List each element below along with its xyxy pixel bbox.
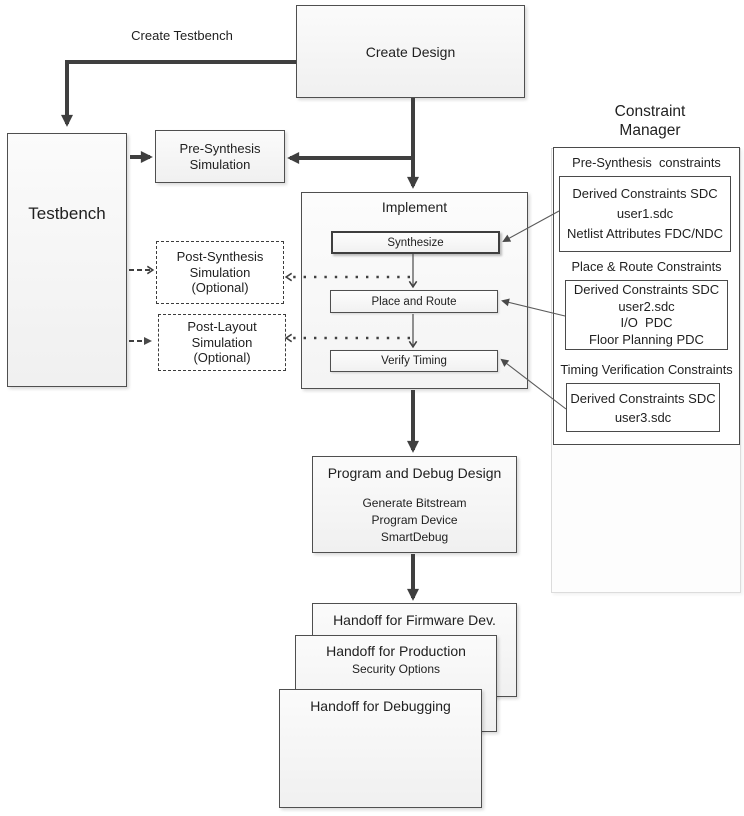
place-route-constraints-heading: Place & Route Constraints (571, 258, 722, 274)
derived-constraints-sdc-3: Derived Constraints SDC (570, 390, 716, 406)
synthesize-label: Synthesize (387, 236, 444, 249)
pre-synthesis-constraints-heading: Pre-Synthesis constraints (572, 154, 721, 170)
place-route-constraints-box: Derived Constraints SDC user2.sdc I/O PD… (565, 280, 728, 350)
handoff-firmware-label: Handoff for Firmware Dev. (333, 612, 496, 628)
timing-verification-constraints-box: Derived Constraints SDC user3.sdc (566, 383, 720, 432)
testbench-label: Testbench (28, 204, 106, 223)
post-synthesis-simulation-box: Post-Synthesis Simulation (Optional) (156, 241, 284, 304)
verify-timing-box: Verify Timing (330, 350, 498, 372)
constraint-manager-title-line1: Constraint (614, 103, 686, 120)
timing-verification-constraints-heading: Timing Verification Constraints (560, 361, 733, 377)
io-pdc: I/O PDC (620, 315, 673, 330)
place-and-route-label: Place and Route (371, 295, 457, 308)
verify-timing-label: Verify Timing (381, 355, 447, 367)
create-testbench-label: Create Testbench (131, 28, 233, 43)
create-design-label: Create Design (365, 43, 456, 60)
floor-planning-pdc: Floor Planning PDC (589, 331, 704, 347)
pre-synthesis-simulation-line1: Pre-Synthesis (179, 141, 261, 156)
pre-synthesis-constraints-box: Derived Constraints SDC user1.sdc Netlis… (559, 176, 731, 252)
post-synthesis-line3: (Optional) (191, 280, 249, 296)
post-layout-line3: (Optional) (193, 350, 251, 366)
testbench-box: Testbench (7, 133, 127, 387)
derived-constraints-sdc-1: Derived Constraints SDC (572, 186, 718, 201)
create-testbench-arrow (61, 60, 296, 127)
constraint-manager-title-line2: Manager (619, 122, 681, 139)
netlist-attributes: Netlist Attributes FDC/NDC (566, 226, 724, 241)
program-debug-title: Program and Debug Design (327, 465, 502, 481)
post-layout-line2: Simulation (191, 334, 253, 350)
post-synthesis-line1: Post-Synthesis (176, 249, 264, 265)
place-and-route-box: Place and Route (330, 290, 498, 313)
smartdebug-label: SmartDebug (380, 530, 449, 544)
constraint-manager-title: Constraint Manager (560, 102, 740, 140)
handoff-debugging-box: Handoff for Debugging (279, 689, 482, 808)
pre-synthesis-simulation-line2: Simulation (189, 156, 251, 172)
generate-bitstream-label: Generate Bitstream (362, 496, 467, 510)
user2-sdc: user2.sdc (618, 298, 675, 314)
post-synthesis-line2: Simulation (189, 264, 251, 280)
post-layout-line1: Post-Layout (187, 319, 257, 335)
create-design-box: Create Design (296, 5, 525, 98)
program-device-label: Program Device (371, 513, 458, 527)
derived-constraints-sdc-2: Derived Constraints SDC (573, 282, 720, 297)
handoff-debugging-label: Handoff for Debugging (310, 698, 451, 714)
post-layout-simulation-box: Post-Layout Simulation (Optional) (158, 314, 286, 371)
handoff-production-label: Handoff for Production (326, 643, 466, 659)
pre-synthesis-simulation-box: Pre-Synthesis Simulation (155, 130, 285, 183)
implement-title: Implement (381, 199, 448, 215)
user3-sdc: user3.sdc (614, 409, 672, 425)
synthesize-box: Synthesize (331, 231, 500, 254)
user1-sdc: user1.sdc (616, 206, 674, 221)
security-options-label: Security Options (351, 662, 441, 676)
program-debug-box: Program and Debug Design Generate Bitstr… (312, 456, 517, 553)
